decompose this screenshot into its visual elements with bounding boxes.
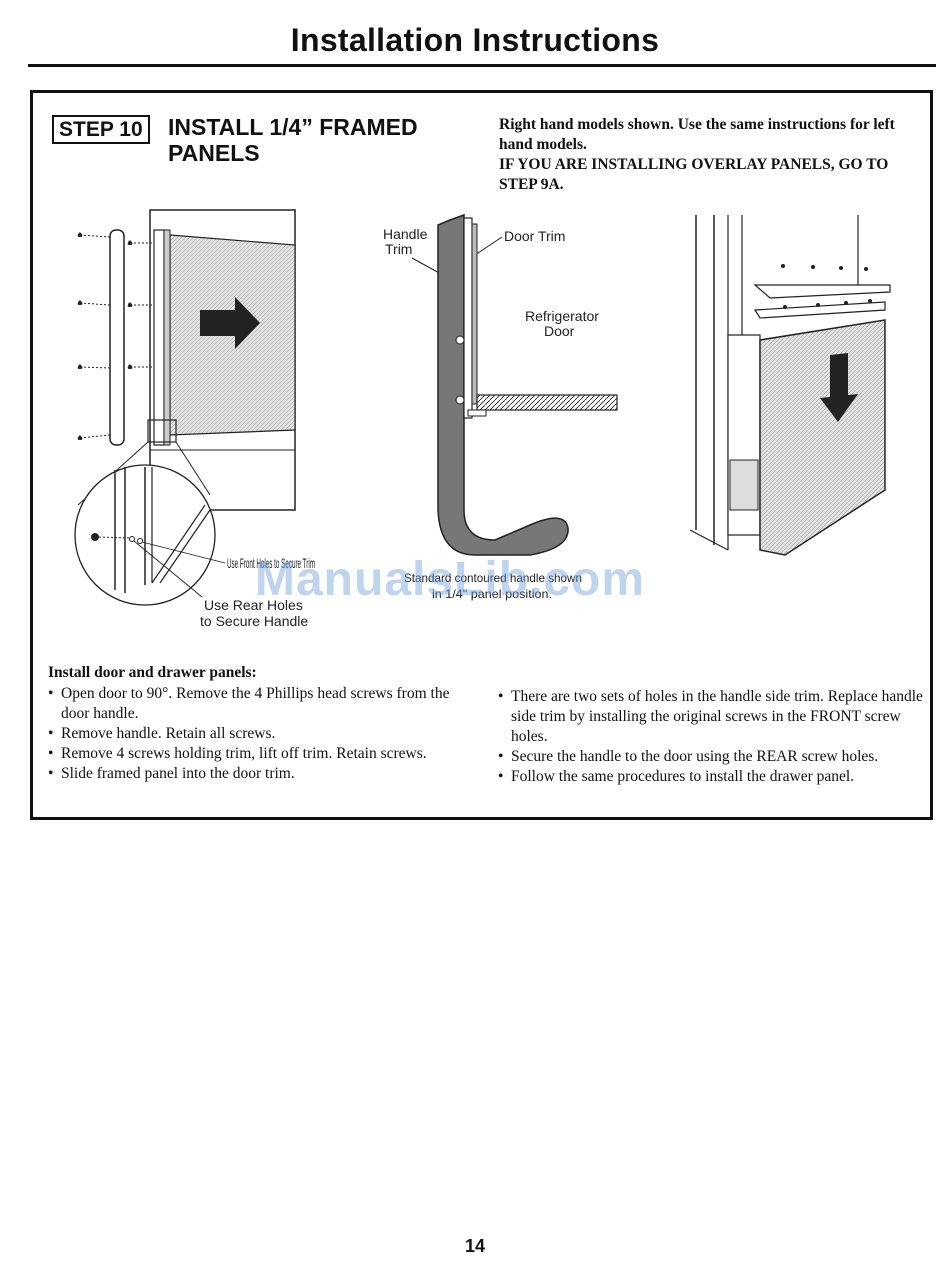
watermark: ManualsLib.com [255, 553, 646, 606]
list-item: Remove 4 screws holding trim, lift off t… [48, 744, 478, 764]
door-handle-shape [109, 229, 125, 446]
list-item: Open door to 90°. Remove the 4 Phillips … [48, 684, 478, 724]
handle-section-diagram: Handle Trim Door Trim Refrigerator Door … [383, 213, 618, 601]
instructions-right-list: There are two sets of holes in the handl… [498, 687, 923, 787]
refrigerator-door-label-2: Door [544, 323, 575, 339]
step-number-box: STEP 10 [52, 115, 150, 144]
refrigerator-door-label-1: Refrigerator [525, 308, 599, 324]
instructions-left-list: Open door to 90°. Remove the 4 Phillips … [48, 684, 478, 784]
list-item: Slide framed panel into the door trim. [48, 764, 478, 784]
step-panel [30, 90, 933, 820]
contoured-handle-shape [437, 213, 569, 556]
standard-handle-label-2: in 1/4" panel position. [432, 587, 552, 601]
page-number: 14 [464, 1236, 486, 1256]
slide-arrow-icon [200, 297, 260, 349]
standard-handle-label-1: Standard contoured handle shown [404, 571, 582, 585]
door-trim-diagram: Use Front Holes to Secure Trim Use Rear … [74, 209, 315, 629]
title-rule [28, 64, 936, 67]
drawer-panel-shape [759, 319, 886, 556]
list-item: There are two sets of holes in the handl… [498, 687, 923, 747]
rear-holes-label-2: to Secure Handle [200, 613, 308, 629]
page-title: Installation Instructions [290, 22, 660, 58]
list-item: Remove handle. Retain all screws. [48, 724, 478, 744]
list-item: Follow the same procedures to install th… [498, 767, 923, 787]
handle-trim-label-2: Trim [385, 241, 412, 257]
step-heading: INSTALL 1/4” FRAMED PANELS [168, 114, 418, 166]
model-note: Right hand models shown. Use the same in… [499, 115, 919, 195]
rear-holes-label-1: Use Rear Holes [204, 597, 303, 613]
drawer-arrow-icon [820, 353, 858, 422]
list-item: Secure the handle to the door using the … [498, 747, 923, 767]
front-holes-label: Use Front Holes to Secure Trim [227, 555, 315, 571]
model-note-line1: Right hand models shown. Use the same in… [499, 116, 895, 153]
overlay-note-line: IF YOU ARE INSTALLING OVERLAY PANELS, GO… [499, 156, 889, 193]
drawer-panel-diagram [689, 215, 891, 556]
door-trim-label: Door Trim [504, 228, 565, 244]
handle-trim-label-1: Handle [383, 226, 428, 242]
instructions-heading: Install door and drawer panels: [48, 664, 257, 681]
